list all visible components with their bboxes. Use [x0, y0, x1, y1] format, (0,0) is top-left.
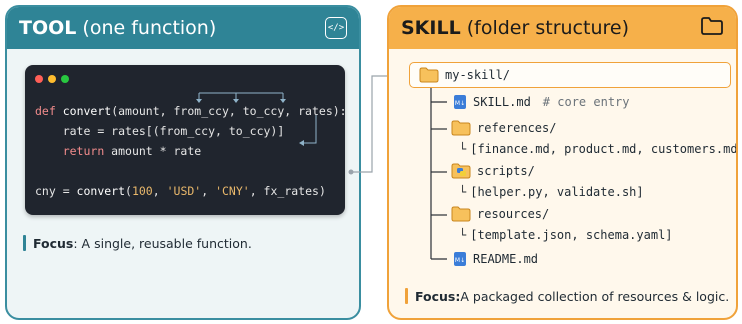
rate-statement: rate = rates[(from_ccy, to_ccy)] [62, 124, 285, 138]
maximize-dot-icon [61, 75, 69, 83]
tree-item-skill-md-comment: # core entry [542, 95, 630, 109]
tool-header: TOOL (one function) </> [7, 7, 359, 49]
python-folder-icon [451, 163, 471, 179]
focus-accent-bar [405, 288, 408, 304]
tree-item-skill-md-label: SKILL.md [473, 95, 531, 109]
code-line-def: def convert(amount, from_ccy, to_ccy, ra… [35, 101, 347, 121]
root-folder-label: my-skill/ [445, 68, 511, 82]
call-sep-2: , [201, 184, 216, 198]
code-brackets-icon[interactable]: </> [325, 17, 347, 39]
tree-item-resources-label: resources/ [477, 207, 550, 221]
close-dot-icon [35, 75, 43, 83]
tool-focus-label: Focus [33, 235, 74, 251]
scripts-children-list: [helper.py, validate.sh] [470, 185, 644, 199]
call-to-ccy: 'CNY' [215, 184, 250, 198]
root-folder[interactable]: my-skill/ [419, 67, 510, 83]
tool-title-bold: TOOL [19, 17, 77, 39]
keyword-def: def [35, 104, 56, 118]
folder-icon [451, 120, 471, 136]
code-line-return: return amount * rate [35, 141, 347, 161]
folder-icon [419, 67, 439, 83]
tree-item-skill-md[interactable]: M↓ SKILL.md # core entry [453, 94, 630, 110]
elbow-connector: └ [459, 142, 467, 156]
tree-item-references-label: references/ [477, 121, 557, 135]
tool-focus-text: : A single, reusable function. [73, 235, 252, 251]
scripts-children: └ [helper.py, validate.sh] [459, 185, 644, 199]
tree-connector-lines [430, 88, 447, 260]
parameter-flow-arrows [196, 92, 317, 146]
tool-title-subtitle: (one function) [76, 17, 217, 39]
svg-text:M↓: M↓ [455, 257, 465, 264]
skill-focus-label: Focus: [415, 288, 461, 304]
keyword-return: return [62, 144, 105, 158]
tree-item-readme[interactable]: M↓ README.md [453, 251, 538, 267]
tool-title: TOOL (one function) [19, 17, 216, 39]
elbow-connector: └ [459, 185, 467, 199]
skill-title: SKILL (folder structure) [401, 17, 629, 39]
window-controls [35, 75, 69, 83]
code-block: def convert(amount, from_ccy, to_ccy, ra… [35, 101, 347, 201]
skill-header: SKILL (folder structure) [389, 7, 736, 49]
focus-accent-bar [23, 235, 26, 251]
function-params: (amount, from_ccy, to_ccy, rates): [111, 104, 347, 118]
tree-item-resources[interactable]: resources/ [451, 206, 549, 222]
resources-children-list: [template.json, schema.yaml] [470, 228, 673, 242]
references-children: └ [finance.md, product.md, customers.md] [459, 142, 738, 156]
tool-card: TOOL (one function) </> [5, 5, 361, 320]
call-rest: , fx_rates) [249, 184, 326, 198]
markdown-file-icon: M↓ [453, 94, 467, 110]
elbow-connector: └ [459, 228, 467, 242]
root-folder-row[interactable] [409, 62, 731, 88]
minimize-dot-icon [48, 75, 56, 83]
skill-title-subtitle: (folder structure) [460, 17, 629, 39]
call-sep-1: , [152, 184, 167, 198]
code-line-rate: rate = rates[(from_ccy, to_ccy)] [35, 121, 347, 141]
call-amount: 100 [131, 184, 153, 198]
tree-item-scripts[interactable]: scripts/ [451, 163, 535, 179]
call-function-name: convert [76, 184, 126, 198]
call-assign: cny = [35, 184, 77, 198]
call-from-ccy: 'USD' [166, 184, 202, 198]
skill-card: SKILL (folder structure) my-skill/ M↓ SK… [387, 5, 738, 320]
markdown-file-icon: M↓ [453, 251, 467, 267]
tool-focus-note: Focus: A single, reusable function. [23, 235, 252, 251]
skill-title-bold: SKILL [401, 17, 461, 39]
skill-focus-note: Focus: A packaged collection of resource… [405, 288, 729, 304]
folder-icon [451, 206, 471, 222]
references-children-list: [finance.md, product.md, customers.md] [470, 142, 738, 156]
svg-text:M↓: M↓ [455, 100, 465, 107]
tree-item-references[interactable]: references/ [451, 120, 556, 136]
tree-item-readme-label: README.md [473, 252, 539, 266]
code-line-call: cny = convert(100, 'USD', 'CNY', fx_rate… [35, 181, 347, 201]
tree-item-scripts-label: scripts/ [477, 164, 535, 178]
skill-focus-text: A packaged collection of resources & log… [460, 288, 730, 304]
resources-children: └ [template.json, schema.yaml] [459, 228, 673, 242]
function-name: convert [62, 104, 112, 118]
folder-icon[interactable] [700, 16, 724, 40]
code-window: def convert(amount, from_ccy, to_ccy, ra… [25, 65, 347, 215]
return-expression: amount * rate [104, 144, 202, 158]
call-open-paren: ( [125, 184, 132, 198]
